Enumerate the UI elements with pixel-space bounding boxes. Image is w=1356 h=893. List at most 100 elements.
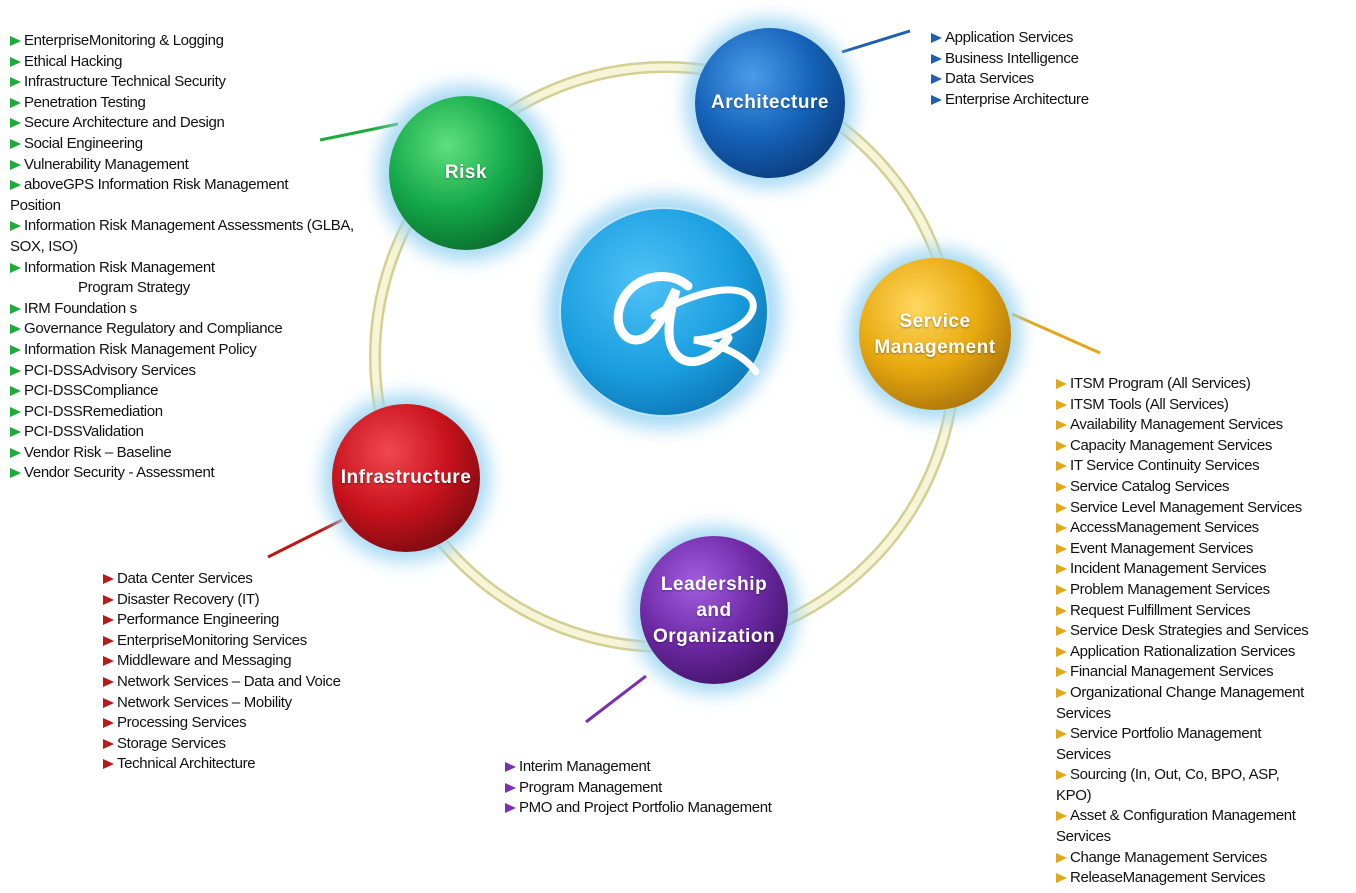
bullet-triangle-icon: [10, 468, 21, 479]
leadership-label-line-3: Organization: [652, 626, 776, 647]
list-item: Secure Architecture and Design: [10, 113, 355, 134]
bullet-triangle-icon: [1056, 687, 1067, 698]
architecture-circle: [695, 28, 845, 178]
list-item: ReleaseManagement Services: [1056, 868, 1352, 889]
bullet-triangle-icon: [10, 118, 21, 129]
bullet-triangle-icon: [1056, 626, 1067, 637]
list-item: Vendor Security - Assessment: [10, 463, 355, 484]
leadership-circle: [640, 536, 788, 684]
list-item: PMO and Project Portfolio Management: [505, 798, 772, 819]
bullet-triangle-icon: [1056, 543, 1067, 554]
bullet-triangle-icon: [103, 594, 114, 605]
list-item: Disaster Recovery (IT): [103, 590, 341, 611]
list-item: Infrastructure Technical Security: [10, 72, 355, 93]
bullet-triangle-icon: [505, 762, 516, 772]
bullet-triangle-icon: [10, 406, 21, 417]
list-item: Information Risk Management Assessments …: [10, 217, 354, 255]
list-item: Change Management Services: [1056, 848, 1352, 869]
bullet-triangle-icon: [103, 759, 114, 770]
bullet-triangle-icon: [1056, 502, 1067, 513]
leadership-label-line-1: Leadership: [660, 574, 768, 595]
list-item: Vulnerability Management: [10, 155, 355, 176]
list-item: Penetration Testing: [10, 93, 355, 114]
leadership-label-line-2: and: [696, 600, 732, 621]
list-item: IT Service Continuity Services: [1056, 456, 1352, 477]
bullet-triangle-icon: [1056, 605, 1067, 616]
service-leader-line: [1011, 312, 1101, 355]
list-item: Enterprise Architecture: [931, 90, 1089, 111]
infrastructure-services-list: Data Center Services Disaster Recovery (…: [103, 569, 341, 775]
list-item: Program Management: [505, 778, 772, 799]
list-item: EnterpriseMonitoring Services: [103, 631, 341, 652]
bullet-triangle-icon: [10, 56, 21, 67]
bullet-triangle-icon: [10, 427, 21, 438]
leadership-label: Leadership and Organization: [634, 572, 794, 650]
list-item: Storage Services: [103, 734, 341, 755]
list-item: AccessManagement Services: [1056, 518, 1352, 539]
bullet-triangle-icon: [1056, 667, 1067, 678]
list-item: Vendor Risk – Baseline: [10, 443, 355, 464]
risk-label: Risk: [444, 162, 488, 183]
bullet-triangle-icon: [103, 574, 114, 584]
list-item: Problem Management Services: [1056, 580, 1352, 601]
list-item: Processing Services: [103, 713, 341, 734]
center-logo-circle: [559, 207, 769, 417]
list-item: Social Engineering: [10, 134, 355, 155]
bullet-triangle-icon: [1056, 729, 1067, 740]
infrastructure-leader-line: [267, 518, 343, 559]
architecture-label: Architecture: [711, 92, 829, 113]
bullet-triangle-icon: [103, 738, 114, 749]
bullet-triangle-icon: [1056, 584, 1067, 595]
bullet-triangle-icon: [10, 262, 21, 273]
risk-circle: [389, 96, 543, 250]
list-item: Governance Regulatory and Compliance: [10, 319, 355, 340]
bullet-triangle-icon: [103, 718, 114, 729]
architecture-services-list: Application Services Business Intelligen…: [931, 28, 1089, 110]
bullet-triangle-icon: [10, 180, 21, 191]
bullet-triangle-icon: [1056, 461, 1067, 472]
list-item: Application Rationalization Services: [1056, 642, 1352, 663]
list-item: Technical Architecture: [103, 754, 341, 775]
ae-logo-icon: [613, 272, 760, 376]
list-item: Availability Management Services: [1056, 415, 1352, 436]
bullet-triangle-icon: [103, 676, 114, 687]
list-item-continuation: Program Strategy: [78, 279, 190, 297]
list-item: Service Portfolio Management Services: [1056, 725, 1262, 763]
risk-services-list: EnterpriseMonitoring & Logging Ethical H…: [10, 31, 355, 484]
bullet-triangle-icon: [1056, 399, 1067, 410]
bullet-triangle-icon: [10, 447, 21, 458]
bullet-triangle-icon: [1056, 646, 1067, 657]
list-item: Event Management Services: [1056, 539, 1352, 560]
bullet-triangle-icon: [1056, 564, 1067, 575]
list-item: Data Center Services: [103, 569, 341, 590]
bullet-triangle-icon: [10, 159, 21, 170]
bullet-triangle-icon: [103, 656, 114, 667]
bullet-triangle-icon: [10, 365, 21, 376]
bullet-triangle-icon: [505, 782, 516, 793]
bullet-triangle-icon: [10, 77, 21, 88]
bullet-triangle-icon: [1056, 811, 1067, 822]
list-item: Service Level Management Services: [1056, 498, 1352, 519]
bullet-triangle-icon: [1056, 379, 1067, 389]
list-item: Incident Management Services: [1056, 559, 1352, 580]
leadership-services-list: Interim Management Program Management PM…: [505, 757, 772, 819]
list-item: IRM Foundation s: [10, 299, 355, 320]
list-item: PCI-DSSRemediation: [10, 402, 355, 423]
bullet-triangle-icon: [10, 386, 21, 397]
list-item: PCI-DSSAdvisory Services: [10, 361, 355, 382]
leadership-leader-line: [585, 674, 647, 724]
bullet-triangle-icon: [10, 324, 21, 335]
list-item: Application Services: [931, 28, 1089, 49]
list-item: Organizational Change Management Service…: [1056, 683, 1304, 722]
service-management-label: Service Management: [860, 309, 1010, 361]
bullet-triangle-icon: [103, 635, 114, 646]
bullet-triangle-icon: [1056, 481, 1067, 492]
bullet-triangle-icon: [10, 344, 21, 355]
list-item: Request Fulfillment Services: [1056, 601, 1352, 622]
bullet-triangle-icon: [1056, 523, 1067, 534]
list-item: Financial Management Services: [1056, 662, 1352, 683]
bullet-triangle-icon: [10, 138, 21, 149]
list-item: Service Desk Strategies and Services: [1056, 621, 1352, 642]
list-item: Middleware and Messaging: [103, 651, 341, 672]
